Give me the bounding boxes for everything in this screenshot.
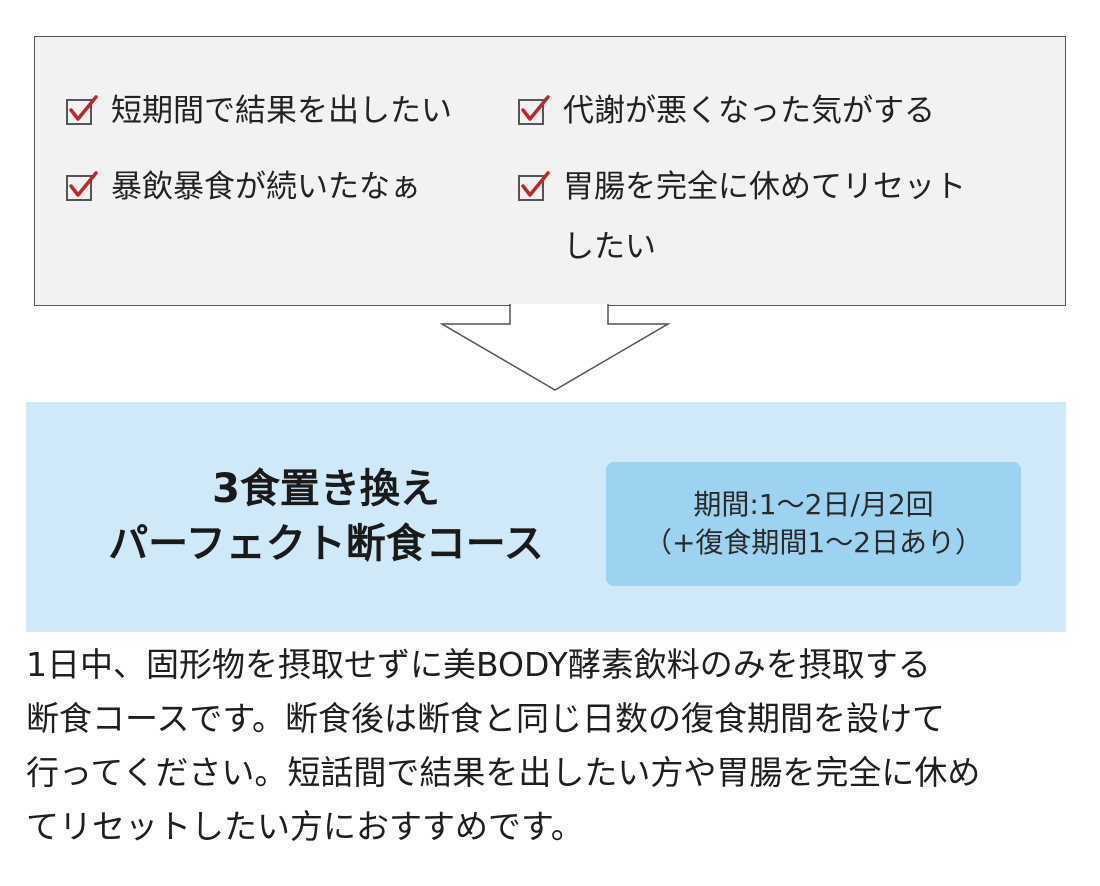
check-item: 代謝が悪くなった気がする (517, 81, 935, 141)
checkbox-checked-icon (65, 81, 101, 141)
period-line2: （+復食期間1～2日あり） (643, 526, 984, 559)
course-title-line1: 3食置き換え (212, 466, 440, 512)
course-description: 1日中、固形物を摂取せずに美BODY酵素飲料のみを摂取する 断食コースです。断食… (26, 638, 1076, 854)
course-title-line2: パーフェクト断食コース (108, 521, 544, 567)
course-title: 3食置き換え パーフェクト断食コース (66, 462, 586, 572)
check-item-label-line1: 胃腸を完全に休めてリセット (563, 169, 966, 205)
description-line1: 1日中、固形物を摂取せずに美BODY酵素飲料のみを摂取する (26, 645, 931, 684)
period-badge: 期間:1～2日/月2回 （+復食期間1～2日あり） (606, 462, 1021, 586)
check-item-label: 短期間で結果を出したい (111, 93, 452, 129)
period-line1: 期間:1～2日/月2回 (693, 488, 934, 521)
check-item: 短期間で結果を出したい (65, 81, 452, 141)
check-item-label-line2: したい (563, 229, 656, 265)
checkbox-checked-icon (517, 81, 553, 141)
check-item: 暴飲暴食が続いたなぁ (65, 157, 421, 217)
description-line3: 行ってください。短話間で結果を出したい方や胃腸を完全に休め (26, 753, 981, 792)
down-arrow-icon (439, 304, 671, 396)
description-line4: てリセットしたい方におすすめです。 (26, 807, 584, 846)
description-line2: 断食コースです。断食後は断食と同じ日数の復食期間を設けて (26, 699, 946, 738)
check-item: 胃腸を完全に休めてリセット したい (517, 157, 1013, 277)
check-item-label: 代謝が悪くなった気がする (563, 93, 935, 129)
checkbox-checked-icon (65, 157, 101, 217)
checkbox-checked-icon (517, 157, 553, 217)
check-item-label: 暴飲暴食が続いたなぁ (111, 169, 421, 205)
check-item-label: 胃腸を完全に休めてリセット したい (563, 157, 1013, 277)
course-panel: 3食置き換え パーフェクト断食コース 期間:1～2日/月2回 （+復食期間1～2… (26, 402, 1066, 632)
checklist-panel: 短期間で結果を出したい 代謝が悪くなった気がする 暴飲暴食が続いたなぁ 胃腸を完… (34, 36, 1066, 306)
